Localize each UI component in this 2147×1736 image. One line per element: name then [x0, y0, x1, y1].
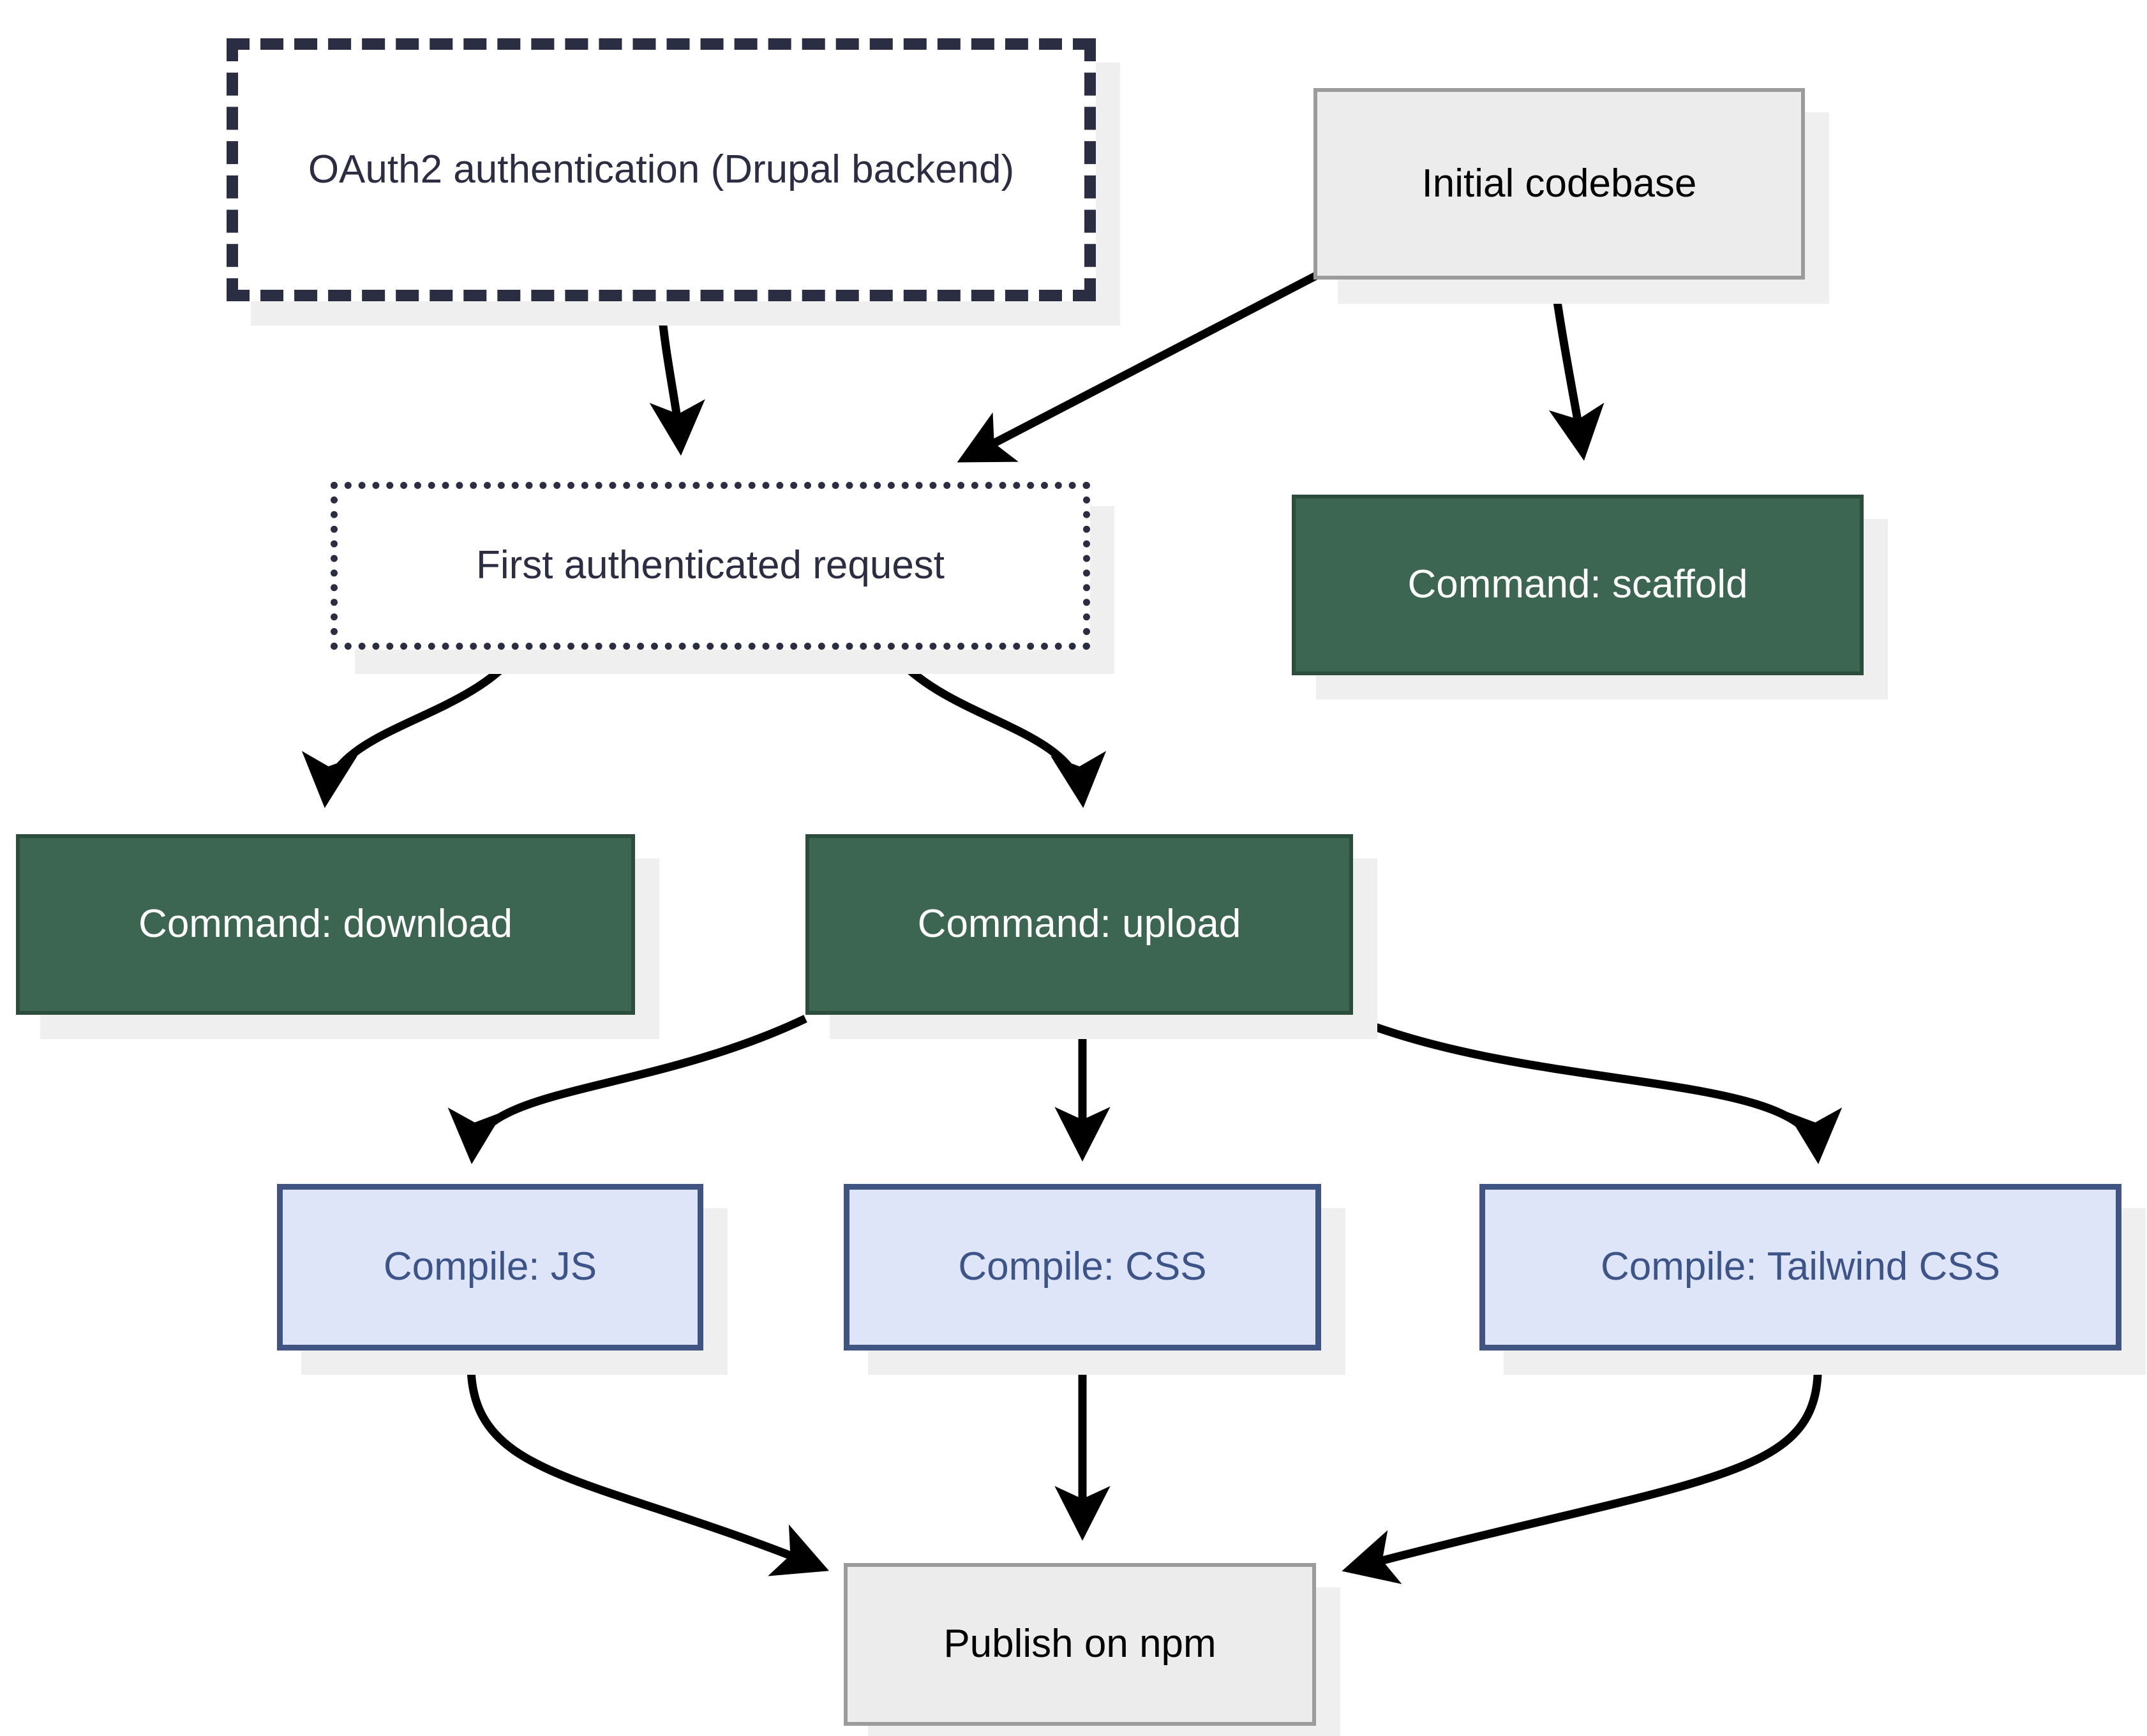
- node-command-scaffold[interactable]: Command: scaffold: [1292, 495, 1864, 675]
- node-publish-on-npm[interactable]: Publish on npm: [844, 1563, 1316, 1726]
- node-label: Publish on npm: [943, 1622, 1216, 1666]
- node-command-download[interactable]: Command: download: [16, 834, 635, 1015]
- edge-upload-to-tailwind: [1351, 1014, 1842, 1164]
- node-compile-tailwind-css[interactable]: Compile: Tailwind CSS: [1479, 1184, 2121, 1351]
- edge-firstreq-to-upload: [890, 650, 1106, 808]
- node-compile-css[interactable]: Compile: CSS: [844, 1184, 1321, 1351]
- node-label: Compile: JS: [383, 1245, 597, 1289]
- node-label: Command: scaffold: [1407, 562, 1748, 607]
- node-compile-js[interactable]: Compile: JS: [277, 1184, 703, 1351]
- node-label: Compile: CSS: [958, 1245, 1207, 1289]
- node-first-authenticated-request[interactable]: First authenticated request: [331, 482, 1090, 650]
- edge-js-to-publish: [467, 1355, 830, 1576]
- node-command-upload[interactable]: Command: upload: [805, 834, 1353, 1015]
- node-label: Command: download: [138, 902, 512, 947]
- edge-upload-to-js: [447, 1015, 807, 1165]
- node-label: First authenticated request: [475, 543, 945, 588]
- edge-oauth-to-firstreq: [649, 304, 705, 456]
- node-label: Initial codebase: [1421, 161, 1697, 206]
- edge-tailwind-to-publish: [1342, 1355, 1822, 1585]
- node-label: Compile: Tailwind CSS: [1601, 1245, 2000, 1289]
- node-label: OAuth2 authentication (Drupal backend): [308, 147, 1015, 191]
- node-initial-codebase[interactable]: Initial codebase: [1313, 88, 1805, 280]
- edge-firstreq-to-download: [302, 651, 520, 808]
- node-oauth2-authentication[interactable]: OAuth2 authentication (Drupal backend): [227, 38, 1096, 301]
- node-label: Command: upload: [917, 902, 1241, 947]
